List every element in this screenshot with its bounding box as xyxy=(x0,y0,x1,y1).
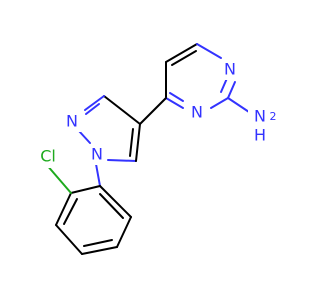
bond-pyrazole-phenyl xyxy=(95,163,101,187)
atom-amine-h: H xyxy=(254,126,266,145)
bond-phenyl-2-double xyxy=(63,198,78,225)
atom-amine-h-count: 2 xyxy=(270,110,277,123)
bond-pyrimidine-c5-c6-double xyxy=(171,50,197,66)
bond-pyrimidine-n1-c2 xyxy=(227,81,236,99)
bond-pyrazole-c3-n2 xyxy=(84,95,105,111)
label-bg-n-pyrimidine-top xyxy=(222,60,240,80)
label-bg-n-pyrimidine-bottom xyxy=(188,102,206,122)
atom-amine-n: N xyxy=(254,107,266,126)
bond-phenyl-3 xyxy=(55,224,83,255)
bond-pyrimidine-n3-c4 xyxy=(165,97,184,109)
bond-pyrazole-c5-c4-double xyxy=(129,128,134,157)
amine-group: N H 2 xyxy=(248,106,284,145)
label-bg-n-pyrazole-top xyxy=(63,112,81,132)
bond-pyrimidine-c2-n3 xyxy=(210,97,229,109)
bond-phenyl-6 xyxy=(99,185,132,218)
bond-pyrimidine-c6-n1 xyxy=(196,43,222,59)
bond-phenyl-4-double xyxy=(83,239,113,247)
bond-pyrazole-n2-n1 xyxy=(78,130,91,144)
bond-pyrimidine-pyrazole xyxy=(139,97,167,125)
chlorophenyl-ring xyxy=(55,185,132,255)
bond-phenyl-5 xyxy=(116,216,132,248)
bond-pyrazole-c3-n2-double xyxy=(85,103,100,115)
bond-pyrimidine-c5-c6 xyxy=(165,43,198,63)
pyrazole-ring xyxy=(78,95,141,162)
atom-n-pyrazole-bottom: N xyxy=(91,145,103,164)
bond-phenyl-chlorine xyxy=(45,163,72,194)
atom-n-pyrazole-top: N xyxy=(66,112,78,131)
atom-n-pyrimidine-top: N xyxy=(224,60,236,79)
label-bg-amine xyxy=(248,106,284,142)
bond-pyrazole-c4-c3 xyxy=(103,95,141,125)
chemical-structure-diagram: N N N N N H 2 Cl xyxy=(34,43,284,255)
bond-pyrazole-c5-c4 xyxy=(135,123,141,162)
atom-chlorine: Cl xyxy=(40,147,56,166)
bond-phenyl-6-double xyxy=(99,193,124,219)
atom-labels: N N N N N H 2 Cl xyxy=(34,60,284,168)
bond-phenyl-1 xyxy=(70,185,101,194)
atom-n-pyrimidine-bottom: N xyxy=(191,103,203,122)
label-bg-chlorine xyxy=(34,146,62,168)
label-bg-n-pyrazole-bottom xyxy=(87,145,105,165)
bond-pyrimidine-n3-c4-double xyxy=(169,92,184,102)
bond-phenyl-4 xyxy=(81,246,118,255)
bond-pyrazole-n1-c5 xyxy=(107,159,137,162)
bond-phenyl-2 xyxy=(55,192,72,226)
